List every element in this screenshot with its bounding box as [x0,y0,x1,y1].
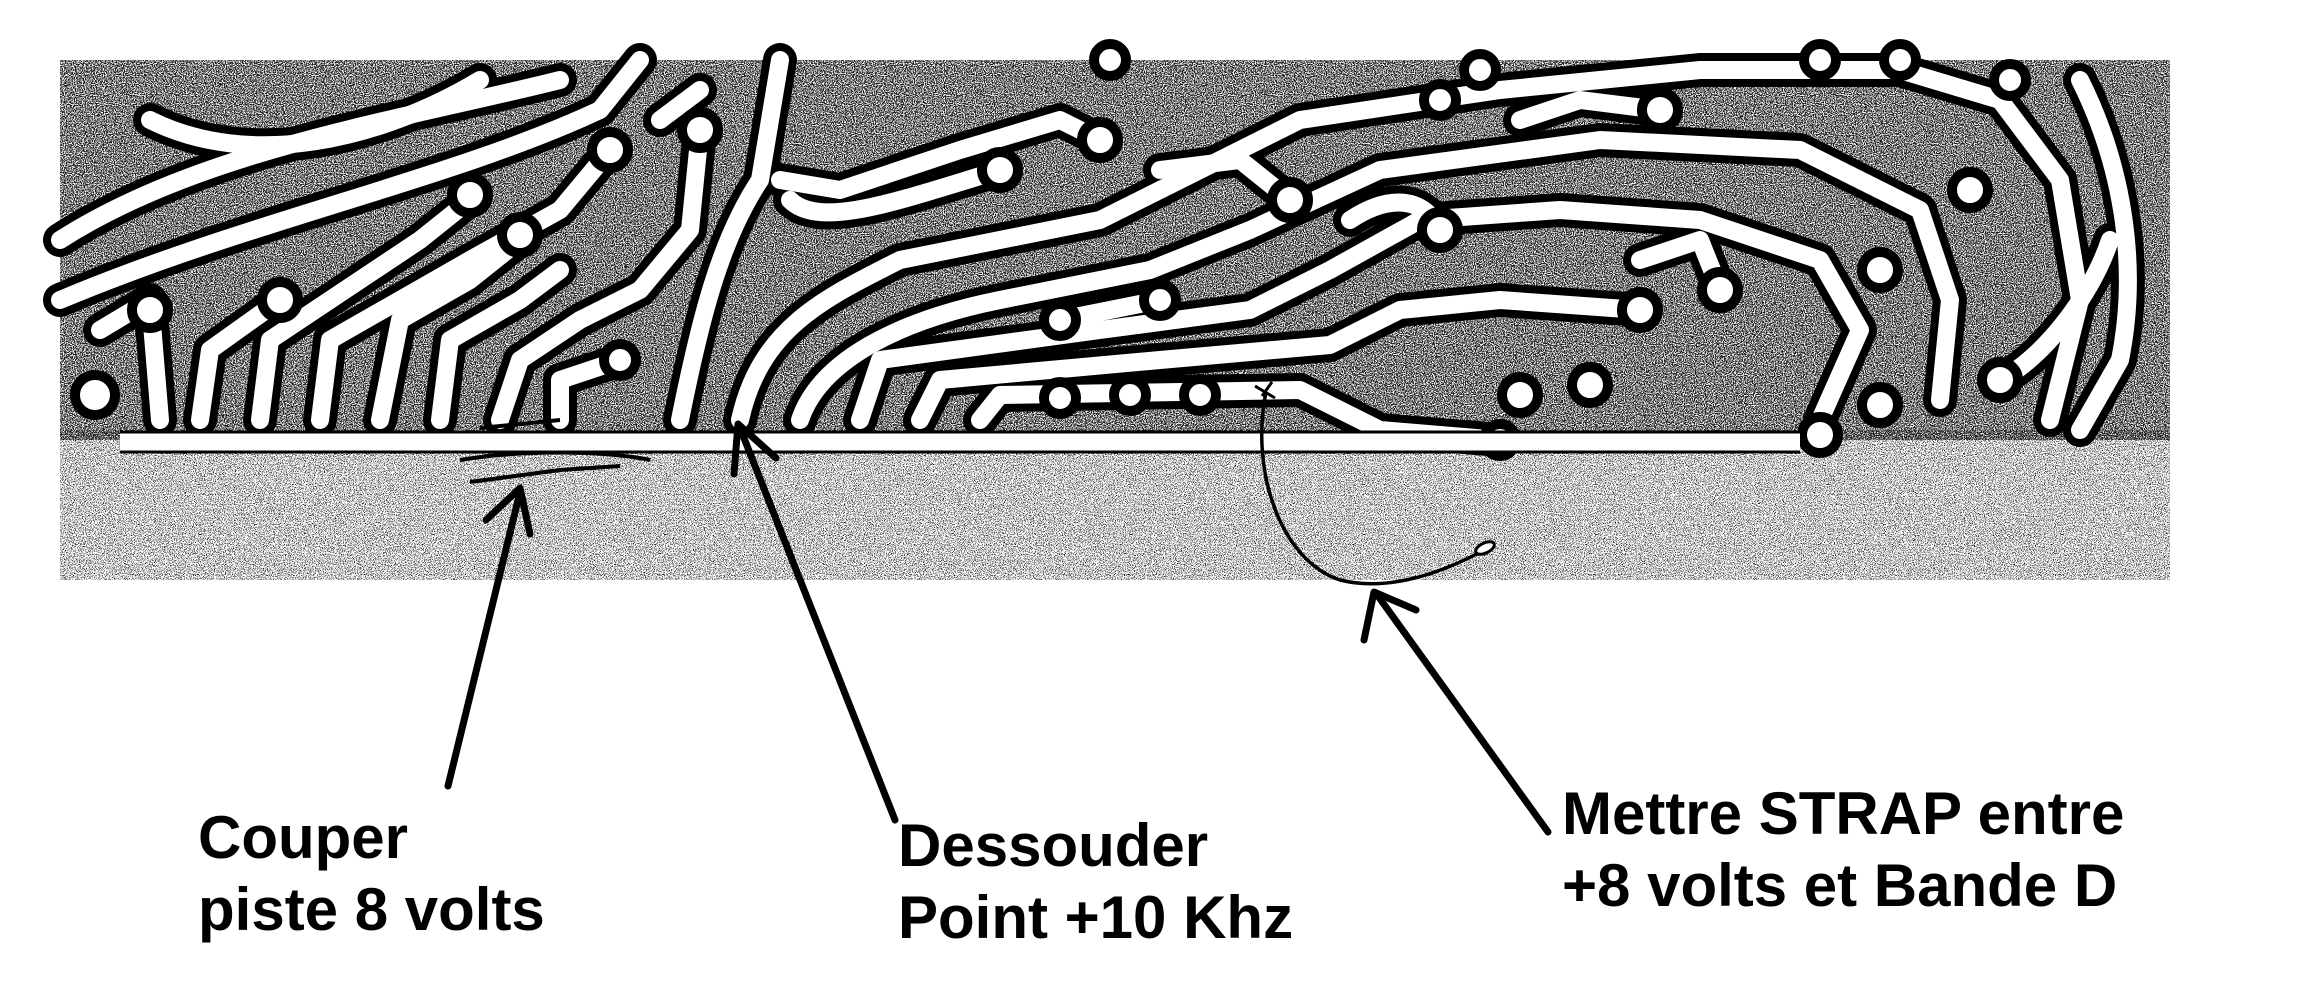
arrow-cut-track [444,484,534,790]
annotation-strap-line1: Mettre STRAP entre [1562,780,2125,847]
pcb-edge-strip [120,430,1800,462]
arrow-strap [1360,588,1552,836]
arrow-desolder-point [730,420,899,824]
annotation-strap-line2: +8 volts et Bande D [1562,852,2118,919]
annotation-cut-track: Couper piste 8 volts [198,802,545,946]
annotation-desolder-point: Dessouder Point +10 Khz [898,810,1293,954]
annotation-strap: Mettre STRAP entre +8 volts et Bande D [1562,778,2124,922]
track-cut-mark [469,418,621,484]
annotation-cut-line2: piste 8 volts [198,876,545,943]
annotation-desolder-line2: Point +10 Khz [898,884,1294,951]
annotation-desolder-line1: Dessouder [898,812,1209,879]
annotation-cut-line1: Couper [198,804,408,871]
annotation-arrows [444,420,1552,836]
strap-wire [1254,381,1496,586]
